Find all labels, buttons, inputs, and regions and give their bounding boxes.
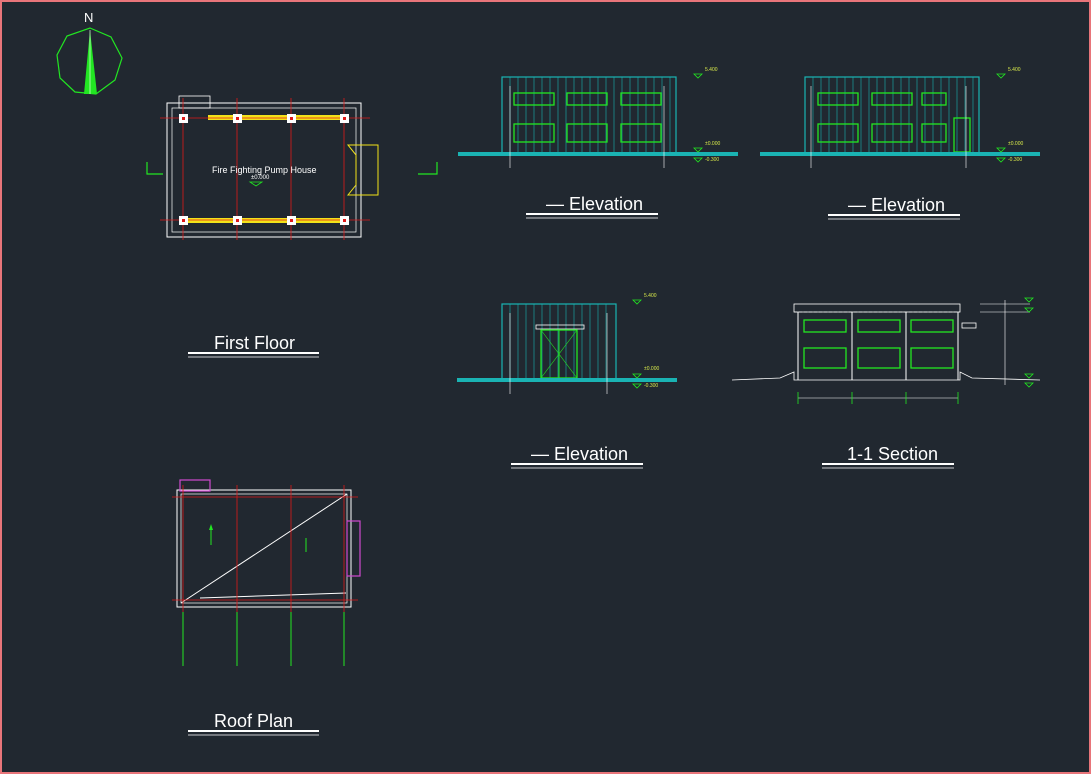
elevation-3 [457,299,677,394]
elev-1-top-level: 5.400 [705,67,718,73]
elev-3-ground-level: ±0.000 [644,366,660,372]
plan-level-label: ±0.000 [251,175,270,181]
elevation-2 [760,73,1040,168]
section-1-1 [731,297,1041,404]
compass-icon [56,27,123,95]
elev-2-top-level: 5.400 [1008,67,1021,73]
elev-2-outside-level: -0.300 [1008,157,1023,163]
first-floor-title: First Floor [214,333,295,353]
elevation-1-title: — Elevation [546,194,644,214]
plan-room-label: Fire Fighting Pump House [212,165,317,175]
north-label: N [84,10,94,25]
roof-plan-title: Roof Plan [214,711,294,731]
elevation-3-title: — Elevation [531,444,629,464]
elev-1-ground-level: ±0.000 [705,141,721,147]
roof-plan [172,479,361,666]
elevation-2-title: — Elevation [848,195,946,215]
elev-1-outside-level: -0.300 [705,157,720,163]
elev-3-top-level: 5.400 [644,293,657,299]
elev-3-outside-level: -0.300 [644,383,659,389]
first-floor-plan [146,95,438,240]
title-underlines [188,213,960,736]
section-title: 1-1 Section [847,444,939,464]
elev-2-ground-level: ±0.000 [1008,141,1024,147]
elevation-1 [458,73,738,168]
